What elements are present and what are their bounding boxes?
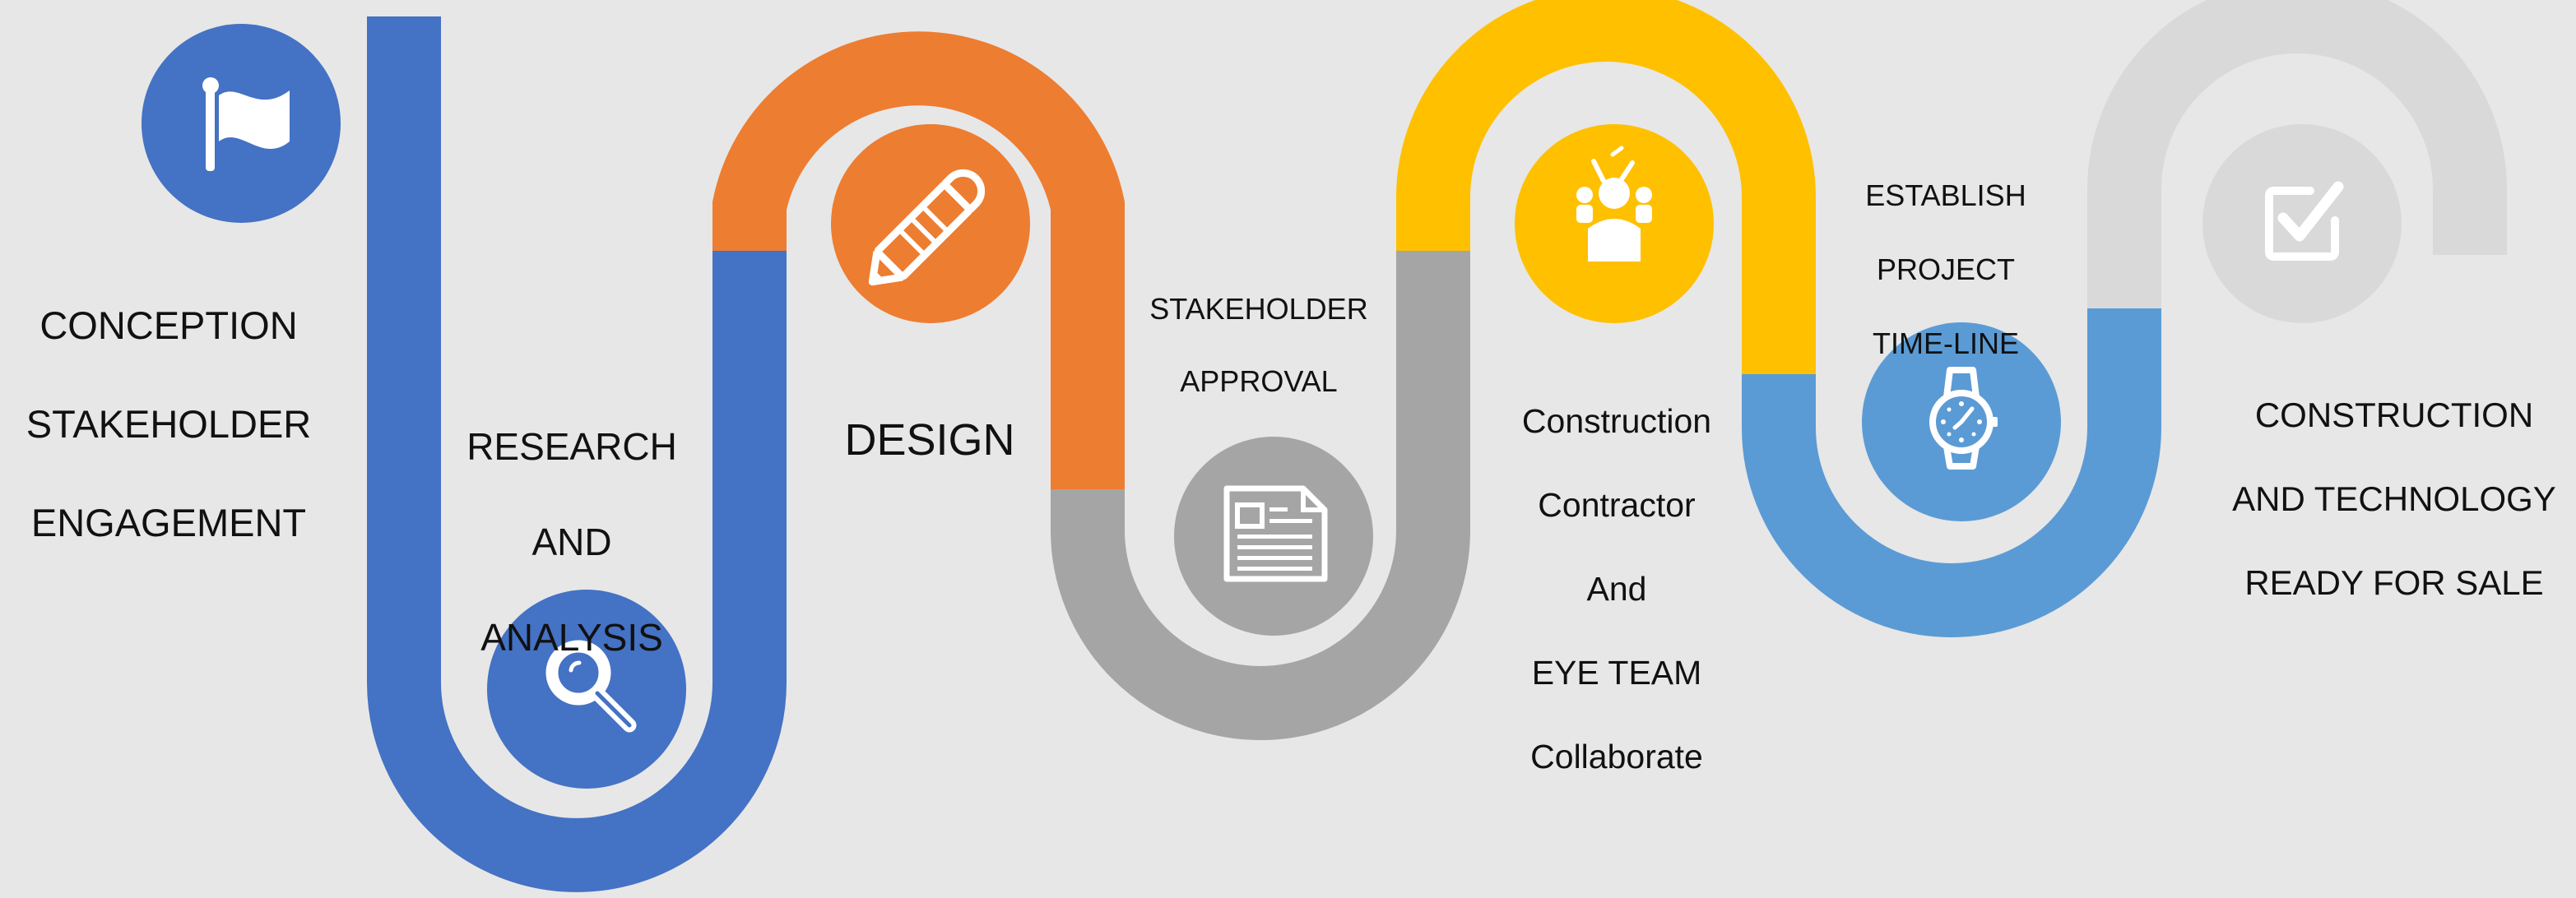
step-ready-line-2: AND TECHNOLOGY [2232,479,2556,518]
step-timeline-line-2: PROJECT [1876,252,2015,286]
step-design-circle [831,124,1030,323]
step-design-marker [831,124,1030,323]
step-conception-marker [142,24,341,223]
step-research-line-2: AND [531,521,612,563]
step-ready-label: CONSTRUCTION AND TECHNOLOGY READY FOR SA… [2213,352,2575,646]
step-ready-line-3: READY FOR SALE [2244,563,2544,602]
step-approval-line-1: STAKEHOLDER [1149,292,1368,326]
road-segment-gray [1051,251,1470,740]
step-timeline-marker [1862,322,2061,521]
step-research-label: RESEARCH AND ANALYSIS [448,375,695,709]
magnifier-icon [545,640,637,733]
step-ready-circle [2202,124,2402,323]
step-conception-line-1: CONCEPTION [39,303,298,347]
step-collaborate-line-1: Construction [1521,402,1712,440]
road-segment-blue-light [1742,308,2161,637]
road-segment-light-gray [2087,0,2507,308]
team-icon [1576,146,1652,262]
step-collaborate-line-2: Contractor [1538,486,1696,524]
road-segment-blue-dark [367,16,787,892]
step-conception-line-2: STAKEHOLDER [26,402,312,446]
step-approval-marker [1174,437,1373,636]
step-research-line-1: RESEARCH [466,425,677,468]
step-approval-line-2: APPROVAL [1180,364,1338,398]
step-design-line-1: DESIGN [844,415,1015,465]
step-conception-label: CONCEPTION STAKEHOLDER ENGAGEMENT [4,252,333,597]
step-ready-line-1: CONSTRUCTION [2254,396,2534,434]
step-collaborate-label: Construction Contractor And EYE TEAM Col… [1489,359,1744,820]
checkbox-icon [2265,181,2344,261]
step-collaborate-line-4: EYE TEAM [1531,654,1702,692]
step-timeline-line-3: TIME-LINE [1872,326,2019,360]
step-ready-marker [2202,124,2402,323]
step-collaborate-line-3: And [1586,570,1647,608]
document-icon [1223,485,1328,582]
step-timeline-label: ESTABLISH PROJECT TIME-LINE [1826,140,2065,399]
pencil-icon [868,169,986,286]
flag-icon [202,77,290,171]
step-collaborate-marker [1515,124,1714,323]
road [367,0,2507,892]
step-timeline-line-1: ESTABLISH [1865,178,2026,212]
watch-icon [1929,367,1998,470]
step-conception-line-3: ENGAGEMENT [30,501,307,544]
step-research-circle [487,590,686,789]
road-segment-orange [712,31,1125,489]
step-research-marker [487,590,686,789]
step-collaborate-line-5: Collaborate [1530,738,1703,775]
step-approval-label: STAKEHOLDER APPROVAL [1135,255,1382,436]
step-design-label: DESIGN [806,359,1053,521]
road-segment-yellow [1396,0,1816,374]
step-research-line-3: ANALYSIS [480,616,663,659]
